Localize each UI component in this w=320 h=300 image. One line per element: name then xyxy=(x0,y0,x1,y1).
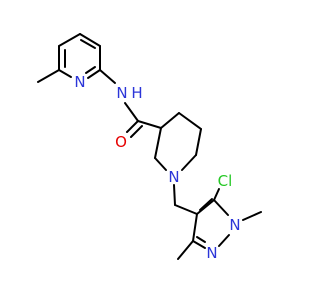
atom-label-layer: N N H O N Cl N N xyxy=(74,73,240,262)
bond-pip-c4-c5 xyxy=(178,112,202,130)
bond-pip-n-c2 xyxy=(154,157,167,171)
bond-pip-c6-n xyxy=(181,154,197,171)
bond-pyr-c3-c4-inner xyxy=(80,39,96,49)
pyridine-n-label: N xyxy=(74,73,85,91)
bond-pyr-c3-c4 xyxy=(79,33,101,47)
bond-pyr-n1-c2-inner xyxy=(85,66,96,74)
carbonyl-o-label: O xyxy=(115,133,127,151)
bond-pz-n2-c3-inner xyxy=(196,236,206,243)
bond-pz-c4-c5-inner xyxy=(199,198,213,211)
bond-methyl xyxy=(37,69,60,83)
bond-carbonyl-c3 xyxy=(137,120,162,129)
bond-layer xyxy=(37,33,262,260)
pyrazole-n2-label: N xyxy=(206,244,217,262)
bond-pz-c5-n1 xyxy=(213,199,229,216)
pyrazole-n1-label: N xyxy=(229,216,240,234)
bond-c3-methyl xyxy=(177,240,194,260)
bond-pip-c2-c3 xyxy=(154,127,162,159)
bond-pz-n1-n2 xyxy=(218,234,230,247)
bond-c2-nh xyxy=(99,69,116,84)
bond-pyr-n1-c2 xyxy=(87,69,101,79)
piperidine-n-label: N xyxy=(168,168,179,186)
amide-n-label: N xyxy=(116,84,127,102)
bond-c5-cl xyxy=(213,188,220,201)
bond-nh-carbonyl xyxy=(124,102,139,122)
bond-ch2-pz xyxy=(174,204,198,215)
chlorine-label: Cl xyxy=(218,172,233,190)
molecule-structure: N N H O N Cl N N xyxy=(0,0,300,300)
amide-h-label: H xyxy=(131,84,142,102)
bond-pz-n2-c3 xyxy=(192,240,206,249)
bond-pyr-c6-n1 xyxy=(58,69,72,78)
bond-pz-c4-c5 xyxy=(196,199,215,215)
bond-pip-c5-c6 xyxy=(195,128,202,156)
bond-pyr-c4-c5 xyxy=(58,33,81,47)
canvas-background xyxy=(0,0,300,300)
bond-n-ch2 xyxy=(173,184,176,206)
bond-carbonyl-o-1 xyxy=(126,120,139,133)
bond-n1-methyl xyxy=(242,211,262,221)
bond-pz-c3-c4 xyxy=(192,213,198,242)
bond-carbonyl-o-2 xyxy=(130,125,143,138)
bond-pip-c3-c4 xyxy=(160,112,180,129)
